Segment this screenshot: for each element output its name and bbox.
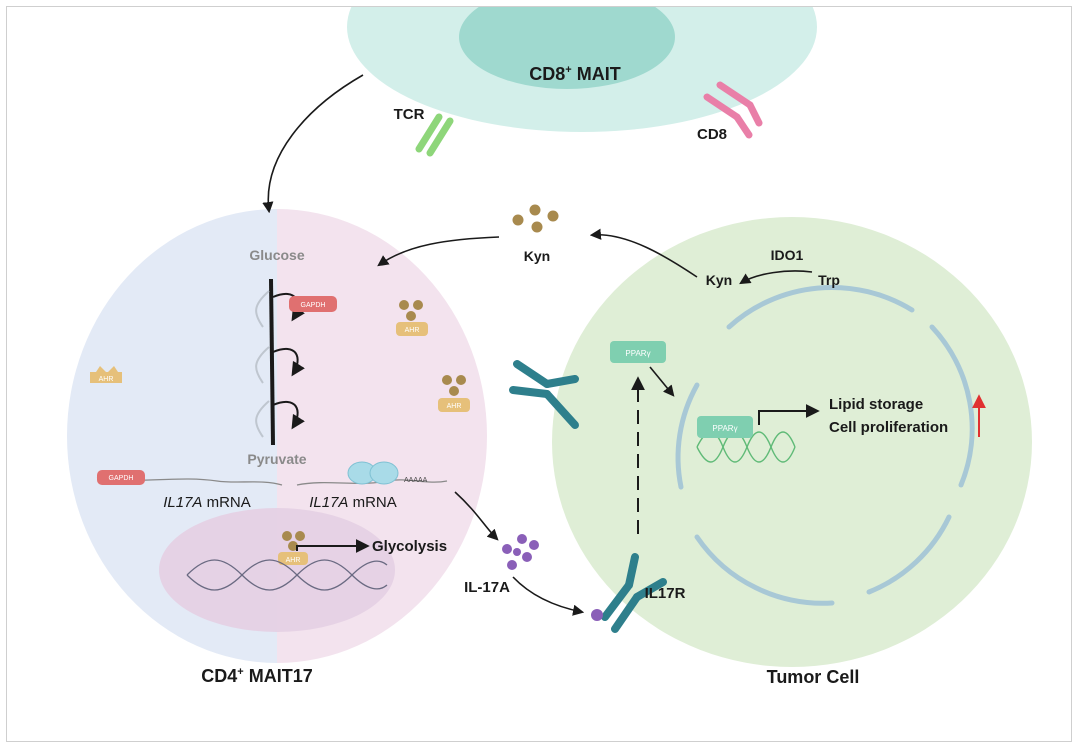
tumor-cell-title: Tumor Cell	[767, 667, 860, 687]
gapdh-rna-label: GAPDH	[109, 475, 134, 482]
cd8-receptor-label: CD8	[697, 126, 727, 143]
il17r-label: IL17R	[645, 585, 686, 602]
cd4-nucleus	[159, 508, 395, 632]
tumor-cell	[552, 217, 1032, 667]
il17a-bound	[591, 609, 603, 621]
il17a-mrna-left-label: IL17A mRNA	[163, 494, 251, 511]
il17a-label: IL-17A	[464, 579, 510, 596]
arrow-tumor-to-kyn	[589, 228, 698, 278]
arrow-mrna-to-il17a	[454, 491, 499, 541]
cd8-receptor	[703, 81, 763, 139]
arrow-trp-to-kyn	[739, 270, 813, 285]
mrna-left: GAPDH	[96, 470, 283, 486]
trp-label: Trp	[818, 272, 840, 288]
ahr-kyn-complex-nucleus: AHR	[278, 531, 308, 565]
arrow-ahr-glycolysis	[296, 539, 370, 553]
glycolysis-main-line	[269, 278, 275, 446]
kyn-tumor-label: Kyn	[706, 272, 732, 288]
ppar-nuclear: PPARγ	[697, 416, 753, 438]
ahr-kyn-complex-2: AHR	[438, 375, 470, 412]
mait-tumor-diagram: GAPDH AHR AHR AHR AHR GAPDH	[67, 7, 1032, 687]
il17a-cluster	[502, 534, 539, 570]
arrow-kyn-to-cd4	[377, 236, 500, 267]
tumor-cell-body	[552, 217, 1032, 667]
ahr-nucleus-label: AHR	[286, 557, 301, 564]
glycolysis-pathway: GAPDH	[255, 278, 337, 446]
ahr-complex-2-label: AHR	[447, 403, 462, 410]
cd8-mait-title: CD8+ MAIT	[529, 64, 620, 84]
glycolysis-label: Glycolysis	[372, 538, 447, 555]
ppar-nuclear-label: PPARγ	[712, 424, 737, 433]
il17r-receptor	[601, 553, 667, 633]
ahr-free-label: AHR	[99, 376, 114, 383]
pyruvate-label: Pyruvate	[247, 451, 306, 467]
ahr-complex-1-label: AHR	[405, 327, 420, 334]
cd4-mait17-title: CD4+ MAIT17	[201, 666, 312, 686]
ppar-cytoplasm: PPARγ	[610, 341, 666, 363]
ahr-protein-free: AHR	[90, 366, 122, 383]
tcr-receptor	[415, 113, 454, 157]
tumor-nuclear-envelope	[675, 285, 975, 606]
arrow-il17a-to-il17r	[512, 576, 585, 616]
ppar-cytoplasm-label: PPARγ	[625, 349, 650, 358]
ribosome	[347, 461, 399, 485]
gapdh-rna-binding	[97, 470, 145, 485]
lipid-storage-label: Lipid storage	[829, 396, 923, 413]
ahr-kyn-complex-1: AHR	[396, 300, 428, 336]
cd4-mait17-cell	[67, 209, 487, 663]
tcr-label: TCR	[394, 106, 425, 123]
mrna-right: AAAAA	[296, 461, 448, 486]
arrow-cd8-to-cd4	[262, 74, 364, 214]
polya-tail: AAAAA	[404, 477, 428, 484]
cell-proliferation-label: Cell proliferation	[829, 419, 948, 436]
arrow-ppar-to-outcomes	[758, 404, 820, 425]
il17a-mrna-right-label: IL17A mRNA	[309, 494, 397, 511]
figure-frame: GAPDH AHR AHR AHR AHR GAPDH	[6, 6, 1072, 742]
ido1-label: IDO1	[771, 247, 804, 263]
gapdh-enzyme	[289, 296, 337, 312]
arrow-ppar-to-nucleus	[649, 366, 675, 397]
cd8-nucleus	[459, 7, 675, 89]
kyn-cluster-moving	[512, 204, 559, 233]
dna-helix	[186, 559, 388, 591]
glucose-label: Glucose	[249, 247, 304, 263]
gapdh-enzyme-label: GAPDH	[301, 302, 326, 309]
cd8-mait-cell	[347, 7, 817, 132]
membrane-receptor	[509, 360, 579, 429]
kyn-moving-label: Kyn	[524, 248, 550, 264]
